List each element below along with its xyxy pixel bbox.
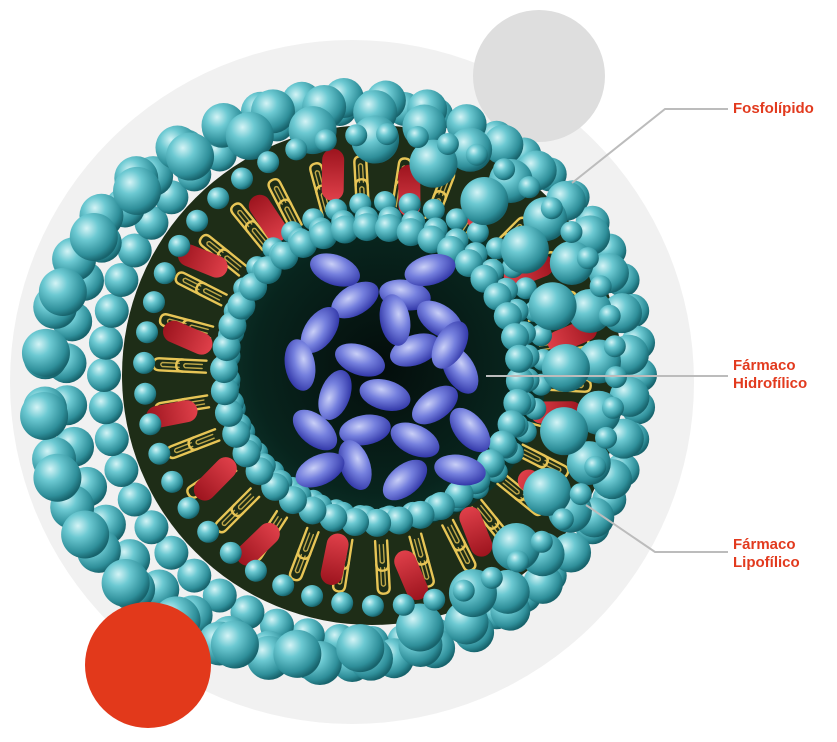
outer-head-bead (407, 126, 429, 148)
outer-head-bead (362, 595, 384, 617)
inner-head-bead (423, 199, 445, 221)
outer-head-bead (541, 197, 563, 219)
outer-head-bead (70, 213, 118, 261)
outer-head-bead (39, 268, 87, 316)
outer-head-bead (552, 508, 574, 530)
label-phospholipid: Fosfolípido (733, 100, 814, 118)
outer-head-bead (148, 443, 170, 465)
outer-head-bead (604, 335, 626, 357)
outer-head-bead (89, 390, 123, 424)
outer-head-bead (134, 383, 156, 405)
outer-head-bead (423, 589, 445, 611)
outer-head-bead (87, 358, 121, 392)
outer-head-bead (104, 453, 138, 487)
outer-head-bead (507, 550, 529, 572)
outer-head-bead (95, 294, 129, 328)
outer-head-bead (590, 275, 612, 297)
label-lipophilic-drug: Fármaco Lipofílico (733, 536, 800, 572)
label-lipophilic-drug-line2: Lipofílico (733, 554, 800, 572)
outer-head-bead (437, 133, 459, 155)
outer-head-bead (336, 624, 384, 672)
outer-head-bead (481, 567, 503, 589)
outer-head-bead (102, 559, 150, 607)
outer-head-bead (542, 344, 590, 392)
outer-head-bead (285, 138, 307, 160)
outer-head-bead (301, 585, 323, 607)
lipophilic-drug-capsule (321, 149, 344, 201)
outer-head-bead (577, 247, 599, 269)
label-hydrophilic-drug-line1: Fármaco (733, 357, 807, 375)
outer-head-bead (460, 177, 508, 225)
outer-head-bead (220, 542, 242, 564)
outer-head-bead (531, 531, 553, 553)
outer-head-bead (595, 427, 617, 449)
outer-head-bead (393, 594, 415, 616)
outer-head-bead (453, 580, 475, 602)
outer-head-bead (518, 176, 540, 198)
outer-head-bead (560, 221, 582, 243)
outer-head-bead (161, 471, 183, 493)
outer-head-bead (273, 630, 321, 678)
outer-head-bead (61, 510, 109, 558)
outer-head-bead (139, 413, 161, 435)
outer-head-bead (245, 560, 267, 582)
outer-head-bead (166, 133, 214, 181)
outer-head-bead (168, 235, 190, 257)
outer-head-bead (599, 305, 621, 327)
outer-head-bead (197, 521, 219, 543)
outer-head-bead (257, 151, 279, 173)
outer-head-bead (143, 291, 165, 313)
outer-head-bead (207, 187, 229, 209)
outer-head-bead (118, 483, 152, 517)
outer-head-bead (345, 124, 367, 146)
label-hydrophilic-drug-line2: Hidrofílico (733, 375, 807, 393)
outer-head-bead (104, 263, 138, 297)
outer-head-bead (113, 167, 161, 215)
inner-head-bead (505, 345, 533, 373)
outer-head-bead (178, 497, 200, 519)
outer-head-bead (602, 397, 624, 419)
outer-head-bead (466, 144, 488, 166)
outer-head-bead (133, 352, 155, 374)
outer-head-bead (493, 158, 515, 180)
outer-head-bead (33, 454, 81, 502)
outer-head-bead (501, 226, 549, 274)
outer-head-bead (605, 366, 627, 388)
outer-head-bead (231, 168, 253, 190)
outer-head-bead (584, 456, 606, 478)
outer-head-bead (22, 329, 70, 377)
outer-head-bead (20, 392, 68, 440)
outer-head-bead (540, 407, 588, 455)
label-lipophilic-drug-line1: Fármaco (733, 536, 800, 554)
outer-head-bead (570, 483, 592, 505)
outer-head-bead (154, 262, 176, 284)
outer-head-bead (272, 574, 294, 596)
red-accent-circle (85, 602, 211, 728)
outer-head-bead (376, 123, 398, 145)
outer-head-bead (136, 321, 158, 343)
outer-head-bead (95, 422, 129, 456)
outer-head-bead (186, 210, 208, 232)
outer-head-bead (529, 282, 577, 330)
outer-head-bead (331, 592, 353, 614)
outer-head-bead (315, 129, 337, 151)
outer-head-bead (89, 326, 123, 360)
outer-head-bead (211, 620, 259, 668)
label-hydrophilic-drug: Fármaco Hidrofílico (733, 357, 807, 393)
